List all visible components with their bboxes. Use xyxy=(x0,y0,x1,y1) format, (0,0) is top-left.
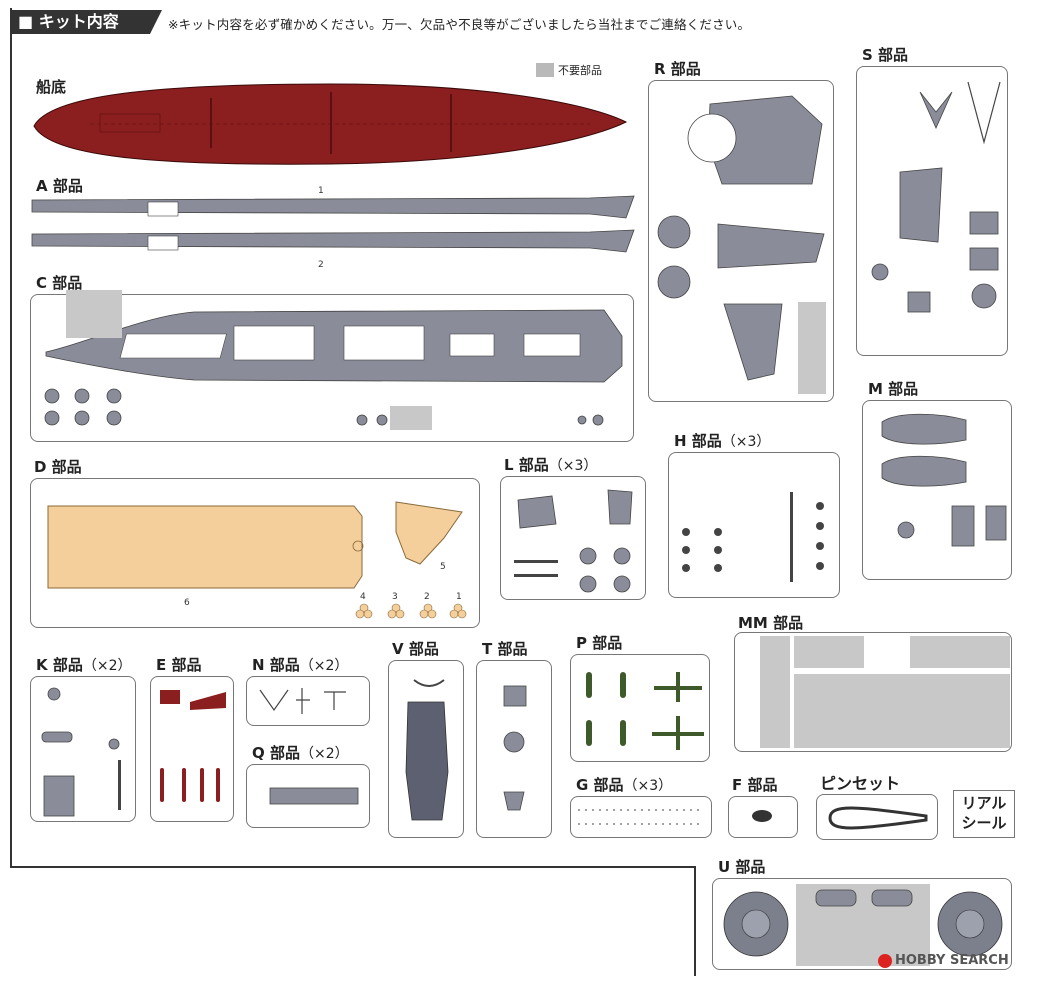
q-parts-piece xyxy=(269,787,359,805)
n-mult: （×2） xyxy=(299,658,349,674)
c-parts-unused-box xyxy=(66,290,122,338)
l-parts-pieces xyxy=(514,489,633,593)
n-parts-pieces xyxy=(259,688,346,714)
p-parts-sprue xyxy=(570,654,710,762)
n-parts-sprue xyxy=(246,676,370,726)
h-mult: （×3） xyxy=(721,434,771,450)
l-label-text: L 部品 xyxy=(504,456,549,474)
kit-notice: ※キット内容を必ず確かめください。万一、欠品や不良等がございましたら当社までご連… xyxy=(168,17,751,32)
hull-label: 船底 xyxy=(36,78,67,96)
c-parts-label: C 部品 xyxy=(36,274,83,292)
legend-swatch xyxy=(536,63,554,77)
r-parts-superstructure xyxy=(657,95,826,394)
s-parts-pieces xyxy=(871,81,1001,313)
mm-parts-unused xyxy=(760,636,1010,748)
page-title: ■ キット内容 xyxy=(12,10,162,34)
d-part-num-1: 1 xyxy=(456,592,462,602)
tweezers-label: ピンセット xyxy=(820,774,901,793)
a-parts-label: A 部品 xyxy=(36,177,83,195)
d-parts-label: D 部品 xyxy=(34,458,82,476)
d-parts-deck xyxy=(47,501,463,589)
h-parts-label: H 部品（×3） xyxy=(674,430,770,451)
k-mult: （×2） xyxy=(82,658,132,674)
legend-label: 不要部品 xyxy=(558,64,602,77)
kit-frame xyxy=(10,8,1032,866)
title-text: キット内容 xyxy=(38,12,119,31)
s-parts-label: S 部品 xyxy=(862,46,909,64)
t-parts-pieces xyxy=(503,685,527,811)
v-parts-pieces xyxy=(405,679,449,821)
h-parts-sprue xyxy=(668,452,840,598)
l-mult: （×3） xyxy=(548,458,598,474)
d-part-num-5: 5 xyxy=(440,562,446,572)
n-label-text: N 部品 xyxy=(252,656,300,674)
p-parts-aircraft xyxy=(586,672,704,750)
q-parts-label: Q 部品（×2） xyxy=(252,742,349,763)
d-parts-propellers xyxy=(355,603,467,619)
seal-line-1: リアル xyxy=(961,794,1007,812)
n-parts-label: N 部品（×2） xyxy=(252,654,348,675)
f-parts-label: F 部品 xyxy=(732,776,778,794)
tweezers-box xyxy=(816,794,938,840)
d-part-num-2: 2 xyxy=(424,592,430,602)
g-parts-sprue xyxy=(570,796,712,838)
mm-parts-label: MM 部品 xyxy=(738,614,804,632)
m-parts-label: M 部品 xyxy=(868,380,919,398)
g-parts-rails xyxy=(578,809,704,825)
a-part-num-1: 1 xyxy=(318,186,324,196)
hull-bottom-part xyxy=(33,83,628,165)
unused-parts-legend: 不要部品 xyxy=(536,62,602,78)
f-parts-piece xyxy=(752,810,772,822)
u-parts-label: U 部品 xyxy=(718,858,766,876)
k-label-text: K 部品 xyxy=(36,656,83,674)
hobby-search-watermark: HOBBY SEARCH xyxy=(878,953,1009,968)
c-parts-main-deck xyxy=(45,309,623,383)
r-parts-label: R 部品 xyxy=(654,60,701,78)
d-part-num-4: 4 xyxy=(360,592,366,602)
v-parts-label: V 部品 xyxy=(392,640,439,658)
m-parts-pieces xyxy=(881,413,1007,547)
seal-line-2: シール xyxy=(961,814,1007,832)
g-mult: （×3） xyxy=(623,778,673,794)
h-parts-pieces xyxy=(682,492,824,582)
watermark-text: HOBBY SEARCH xyxy=(895,953,1009,968)
l-parts-label: L 部品（×3） xyxy=(504,454,597,475)
e-parts-pieces xyxy=(160,690,226,802)
tweezers-icon xyxy=(828,806,928,830)
a-part-num-2: 2 xyxy=(318,260,324,270)
d-part-num-6: 6 xyxy=(184,598,190,608)
g-parts-label: G 部品（×3） xyxy=(576,774,672,795)
k-parts-label: K 部品（×2） xyxy=(36,654,132,675)
h-label-text: H 部品 xyxy=(674,432,722,450)
e-parts-label: E 部品 xyxy=(156,656,202,674)
real-seal-label: リアル シール xyxy=(953,790,1015,838)
frame-step-line xyxy=(694,866,696,976)
k-parts-pieces xyxy=(41,687,121,817)
t-parts-label: T 部品 xyxy=(482,640,528,658)
a-parts-hull-sides xyxy=(31,195,635,253)
u-parts-pieces xyxy=(723,884,1003,966)
frame-bottom-line xyxy=(10,866,694,868)
q-label-text: Q 部品 xyxy=(252,744,300,762)
c-parts-small-pieces xyxy=(44,388,604,430)
p-parts-label: P 部品 xyxy=(576,634,623,652)
q-mult: （×2） xyxy=(299,746,349,762)
d-part-num-3: 3 xyxy=(392,592,398,602)
g-label-text: G 部品 xyxy=(576,776,624,794)
hobby-search-logo-icon xyxy=(878,953,892,968)
